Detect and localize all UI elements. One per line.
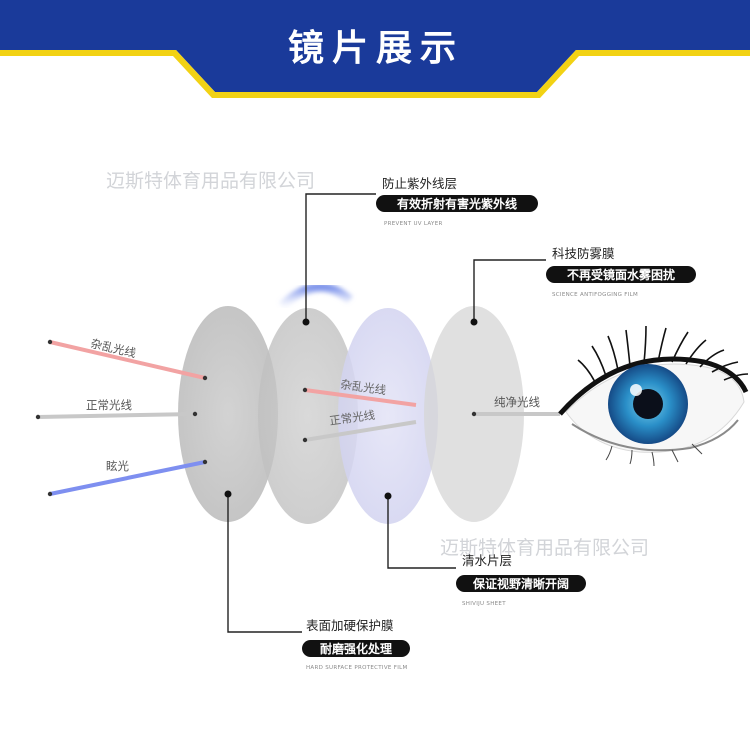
header-band: [0, 0, 750, 50]
header-banner: 镜片展示: [0, 0, 750, 98]
lens-uv: [258, 308, 358, 524]
ray-pure-dot: [471, 411, 477, 417]
ray-label-normal-inner: 正常光线: [328, 408, 376, 428]
callout-uv: 防止紫外线层 有效折射有害光紫外线 PREVENT UV LAYER: [302, 176, 538, 326]
ray-label-glare: 眩光: [106, 459, 129, 473]
lens-hard-surface: [178, 306, 278, 522]
callout-clear-title: 清水片层: [462, 553, 512, 568]
ray-normal: [37, 412, 196, 419]
callout-antifog-title: 科技防雾膜: [552, 246, 615, 261]
watermark-bottom: 迈斯特体育用品有限公司: [440, 537, 649, 559]
callout-hard-pill: [302, 640, 410, 657]
ray-stray: [49, 340, 206, 380]
page-title: 镜片展示: [288, 27, 464, 69]
ray-normal-inner: [304, 420, 417, 442]
header-tab: [176, 50, 576, 92]
callout-hard-subtitle: 耐磨强化处理: [320, 641, 392, 656]
callout-antifog-en: SCIENCE ANTIFOGGING FILM: [552, 292, 638, 298]
header-accent-line: [0, 50, 750, 98]
callout-antifog-subtitle: 不再受镜面水雾困扰: [567, 267, 675, 282]
callout-clear-pill: [456, 575, 586, 592]
ray-label-normal: 正常光线: [86, 398, 132, 412]
callout-clear: 清水片层 保证视野清晰开阔 SHIVIJU SHEET: [384, 492, 586, 607]
callout-clear-subtitle: 保证视野清晰开阔: [472, 576, 569, 591]
lens-clear: [338, 308, 438, 524]
callout-uv-en: PREVENT UV LAYER: [384, 221, 443, 227]
ray-label-stray-inner: 杂乱光线: [340, 377, 388, 397]
ray-glare-end-dot: [202, 459, 208, 465]
uv-glow: [278, 283, 353, 310]
callout-hard-title: 表面加硬保护膜: [306, 618, 394, 633]
callout-antifog: 科技防雾膜 不再受镜面水雾困扰 SCIENCE ANTIFOGGING FILM: [470, 246, 696, 326]
ray-stray-end-dot: [202, 375, 208, 381]
ray-glare-start-dot: [47, 491, 53, 497]
ray-stray-start-dot: [47, 339, 53, 345]
ray-normal-inner-dot: [302, 437, 308, 443]
callout-antifog-pill: [546, 266, 696, 283]
eye-icon: [558, 325, 749, 467]
ray-label-pure: 纯净光线: [494, 395, 540, 409]
callout-clear-en: SHIVIJU SHEET: [462, 601, 506, 607]
ray-stray-inner-dot: [302, 387, 308, 393]
callout-uv-subtitle: 有效折射有害光紫外线: [397, 196, 517, 211]
ray-normal-start-dot: [35, 414, 41, 420]
callout-uv-title: 防止紫外线层: [382, 176, 457, 191]
callout-hard: 表面加硬保护膜 耐磨强化处理 HARD SURFACE PROTECTIVE F…: [224, 490, 410, 671]
callout-uv-pill: [376, 195, 538, 212]
ray-stray-inner: [304, 388, 417, 407]
callout-hard-en: HARD SURFACE PROTECTIVE FILM: [306, 665, 408, 671]
ray-glare: [49, 460, 206, 496]
watermark-top: 迈斯特体育用品有限公司: [106, 170, 315, 192]
ray-normal-end-dot: [192, 411, 198, 417]
